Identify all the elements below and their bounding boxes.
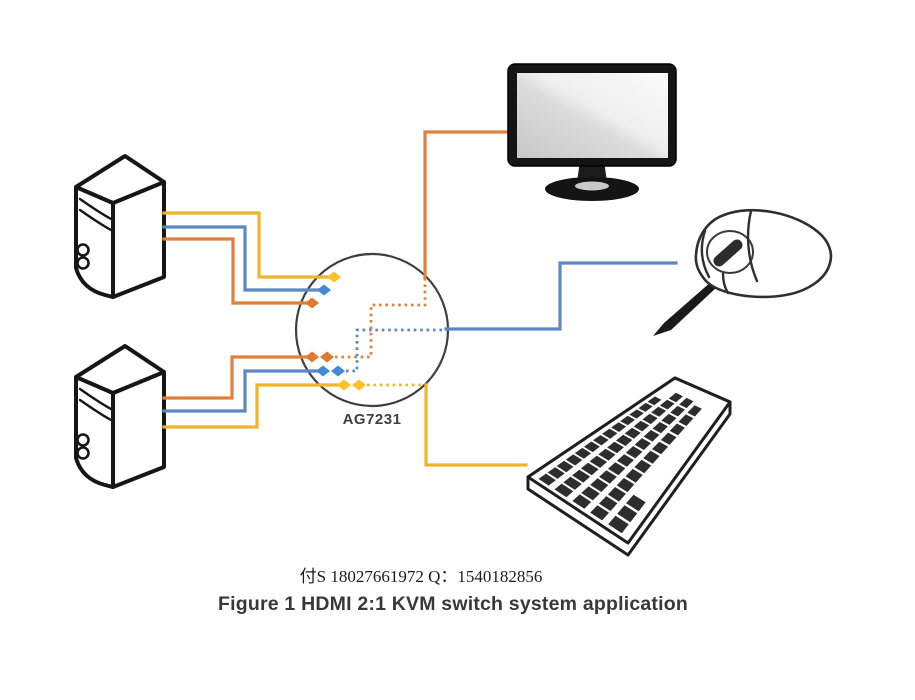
keyboard-key bbox=[565, 454, 583, 466]
keyboard-key bbox=[661, 413, 677, 425]
keyboard-key bbox=[643, 450, 660, 464]
keyboard-key bbox=[647, 396, 662, 406]
keyboard-key bbox=[660, 432, 677, 445]
figure-caption: Figure 1 HDMI 2:1 KVM switch system appl… bbox=[218, 593, 688, 615]
pc-tower-2-icon bbox=[74, 344, 166, 489]
monitor-icon bbox=[507, 63, 677, 201]
keyboard-key bbox=[554, 483, 574, 498]
keyboard-key bbox=[669, 423, 685, 436]
mouse-cable bbox=[444, 261, 678, 331]
keyboard-icon bbox=[526, 376, 732, 557]
keyboard-key bbox=[607, 441, 624, 454]
keyboard-key bbox=[574, 447, 592, 459]
keyboard-key bbox=[599, 496, 618, 511]
keyboard-key bbox=[659, 399, 675, 410]
pc2-cables bbox=[162, 355, 340, 429]
pc1-cables bbox=[162, 211, 331, 305]
keyboard-key bbox=[607, 487, 626, 502]
keyboard-key bbox=[629, 409, 644, 419]
pc2-blue-cable bbox=[162, 369, 319, 413]
pc2-orange-cable bbox=[162, 355, 308, 400]
keyboard-key bbox=[611, 422, 627, 432]
keyboard-key bbox=[598, 448, 616, 461]
keyboard-key bbox=[651, 406, 667, 417]
keyboard-key bbox=[679, 397, 694, 409]
keyboard-key bbox=[643, 430, 660, 442]
keyboard-key bbox=[538, 473, 556, 486]
keyboard-key bbox=[616, 434, 633, 446]
mouse-cord bbox=[653, 281, 717, 336]
switch-internal-routing bbox=[335, 277, 446, 387]
keyboard-key bbox=[563, 476, 582, 490]
keyboard-key bbox=[589, 455, 608, 468]
keyboard-key bbox=[608, 515, 629, 534]
keyboard-key bbox=[590, 478, 609, 492]
keyboard-key bbox=[634, 459, 652, 474]
keyboard-key bbox=[625, 468, 643, 483]
keyboard-key bbox=[590, 505, 609, 521]
keyboard-key bbox=[608, 462, 626, 476]
keyboard-key bbox=[678, 414, 694, 426]
keyboard-key bbox=[599, 470, 617, 484]
keyboard-key bbox=[556, 460, 574, 473]
keyboard-key bbox=[572, 469, 591, 483]
output-cables bbox=[423, 130, 678, 467]
pc1-orange-cable bbox=[162, 237, 309, 305]
keyboard-key bbox=[580, 462, 599, 476]
blue-dotted-route bbox=[346, 328, 446, 373]
keyboard-key bbox=[624, 427, 641, 439]
keyboard-key bbox=[642, 413, 658, 425]
keyboard-key bbox=[625, 446, 643, 459]
keyboard-key bbox=[633, 420, 650, 432]
keyboard-key bbox=[668, 392, 683, 403]
keyboard-key bbox=[583, 441, 600, 453]
pc1-blue-cable bbox=[162, 225, 321, 292]
keyboard-key bbox=[670, 405, 685, 417]
keyboard-key bbox=[687, 405, 702, 417]
keyboard-key bbox=[652, 422, 668, 434]
keyboard-key bbox=[593, 435, 609, 446]
watermark-contact-text: 付S 18027661972 Q：1540182856 bbox=[300, 567, 543, 586]
kvm-switch-label: AG7231 bbox=[343, 411, 402, 428]
keyboard-key bbox=[626, 494, 646, 512]
keyboard-key bbox=[547, 467, 565, 479]
keyboard-key bbox=[572, 494, 592, 509]
keyboard-key bbox=[638, 402, 653, 412]
keyboard-key bbox=[620, 415, 635, 426]
mouse-wheel bbox=[713, 239, 743, 267]
keyboard-key bbox=[616, 454, 634, 467]
keyboard-key bbox=[617, 505, 638, 523]
keyboard-key bbox=[581, 486, 600, 501]
keyboard-key bbox=[652, 441, 669, 455]
keyboard-key bbox=[616, 478, 635, 493]
keyboard-cable bbox=[424, 383, 528, 467]
pc1-yellow-cable bbox=[162, 211, 331, 279]
keyboard-key bbox=[602, 428, 618, 439]
keyboard-key bbox=[634, 438, 651, 450]
pc2-yellow-cable bbox=[162, 383, 340, 429]
pc-tower-1-icon bbox=[74, 154, 166, 299]
mouse-icon bbox=[653, 208, 833, 336]
monitor-cable bbox=[423, 130, 510, 279]
